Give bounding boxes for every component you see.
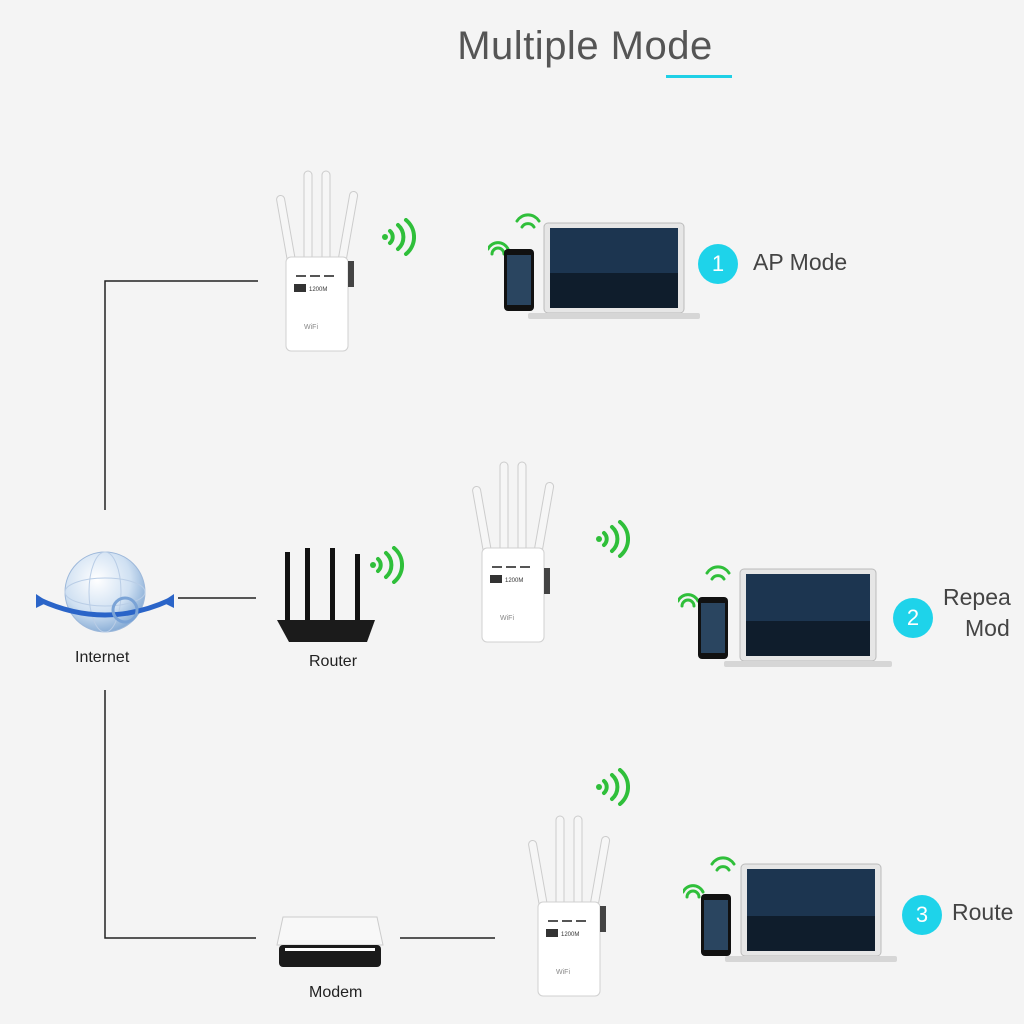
- mode-badge-3: 3: [902, 895, 942, 935]
- repeater-device-ap: 1200M WiFi: [276, 170, 359, 352]
- mode-badge-1: 1: [698, 244, 738, 284]
- mode-badge-2: 2: [893, 598, 933, 638]
- wifi-signal-icon: [370, 546, 404, 584]
- svg-text:1200M: 1200M: [505, 578, 523, 584]
- wifi-signal-icon: [596, 768, 630, 806]
- globe-icon: [36, 551, 174, 633]
- mode-label-router: Route: [952, 899, 1014, 925]
- title-underline: [666, 75, 732, 78]
- line-internet-to-ap: [104, 280, 258, 510]
- client-devices-router: [683, 856, 897, 962]
- client-devices-ap: [488, 213, 700, 319]
- wifi-signal-icon: [382, 218, 416, 256]
- svg-text:1200M: 1200M: [561, 932, 579, 938]
- page-title: Multiple Mode: [457, 24, 713, 68]
- router-icon: [277, 548, 375, 642]
- mode-label-repeater-line1: Repea: [943, 584, 1011, 610]
- modem-icon: [276, 916, 384, 967]
- svg-text:1200M: 1200M: [309, 287, 327, 293]
- svg-text:WiFi: WiFi: [304, 324, 318, 331]
- repeater-device-repeater: 1200M WiFi: [472, 461, 555, 643]
- mode-label-ap: AP Mode: [753, 249, 848, 275]
- line-internet-to-modem: [104, 690, 256, 939]
- svg-text:WiFi: WiFi: [556, 969, 570, 976]
- client-devices-repeater: [678, 565, 892, 667]
- mode-label-repeater-line2: Mod: [965, 615, 1010, 641]
- router-label: Router: [309, 653, 358, 670]
- modem-label: Modem: [309, 984, 363, 1001]
- wifi-signal-icon: [596, 520, 630, 558]
- repeater-device-router: 1200M WiFi: [528, 815, 611, 997]
- svg-text:WiFi: WiFi: [500, 615, 514, 622]
- internet-label: Internet: [75, 649, 130, 666]
